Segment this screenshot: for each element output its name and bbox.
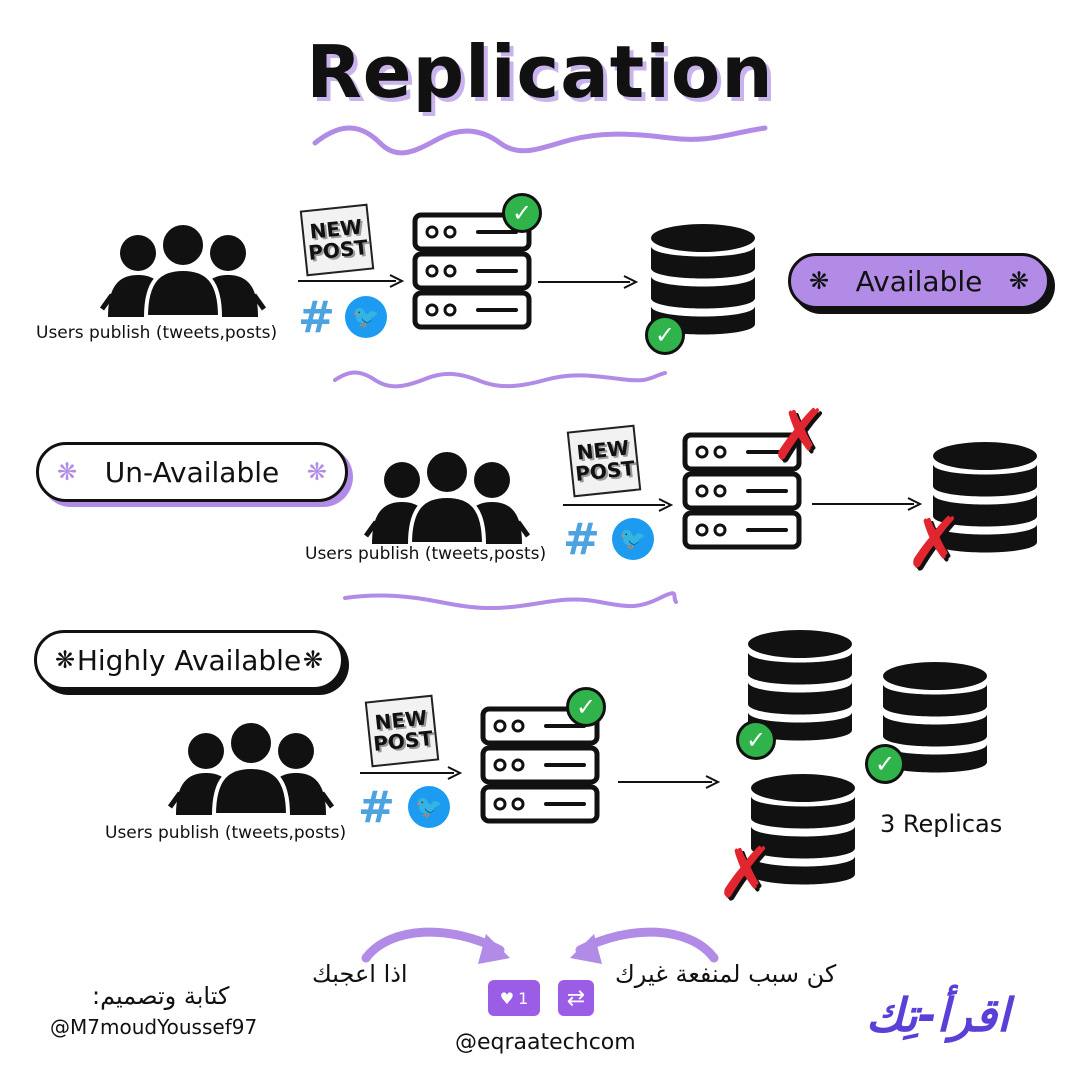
page-title: Replication [306,30,774,114]
cross-icon: ✗ [905,502,964,584]
retweet-icon: ⇄ [566,985,586,1011]
row1-caption: Users publish (tweets,posts) [36,323,278,343]
share-text: كن سبب لمنفعة غيرك [615,960,837,988]
status-pill-available: ❋ Available ❋ [788,253,1050,309]
users-group-icon [166,723,338,818]
row3-caption: Users publish (tweets,posts) [105,823,347,843]
flower-icon: ❋ [302,646,323,674]
arrow-users-to-server [563,498,674,512]
retweet-button[interactable]: ⇄ [558,980,594,1016]
brand-logo: اقرأ-تِك [866,988,1010,1042]
arrow-server-to-db [538,275,639,289]
social-handle: @eqraatechcom [455,1030,636,1055]
like-count: 1 [518,988,529,1008]
cross-icon: ✗ [716,832,775,914]
credit-handle: @M7moudYoussef97 [50,1015,258,1039]
status-label: Available [855,264,983,298]
row2-caption: Users publish (tweets,posts) [305,544,547,564]
users-group-icon [362,452,534,547]
check-icon: ✓ [865,744,905,784]
curved-arrow [361,927,510,964]
flower-icon: ❋ [809,267,830,295]
arrow-users-to-server [360,766,463,780]
heart-icon: ♥ [499,988,515,1008]
hashtag-icon: # [298,292,335,343]
title-underline [312,125,768,156]
check-icon: ✓ [566,687,606,727]
twitter-icon: 🐦 [345,296,387,338]
arrow-server-to-replicas [618,775,721,789]
hashtag-icon: # [563,514,600,565]
flower-icon: ❋ [306,458,327,486]
flower-icon: ❋ [1008,267,1029,295]
status-pill-unavailable: ❋ Un-Available ❋ [36,442,348,502]
section-divider [343,591,678,611]
cross-icon: ✗ [770,394,829,476]
like-text: اذا اعجبك [312,960,408,988]
section-divider [333,370,667,389]
twitter-icon: 🐦 [612,518,654,560]
status-label: Highly Available [76,643,302,677]
status-label: Un-Available [104,455,280,489]
credit-label: كتابة وتصميم: [92,982,230,1010]
flower-icon: ❋ [57,458,78,486]
status-pill-highly-available: ❋ Highly Available ❋ [34,630,344,690]
check-icon: ✓ [736,720,776,760]
hashtag-icon: # [358,782,395,833]
twitter-icon: 🐦 [408,786,450,828]
check-icon: ✓ [645,315,685,355]
curved-arrow [570,927,719,964]
users-group-icon [98,225,270,320]
check-icon: ✓ [502,193,542,233]
flower-icon: ❋ [55,646,76,674]
arrow-users-to-server [298,274,405,288]
like-button[interactable]: ♥ 1 [488,980,540,1016]
arrow-server-to-db [812,497,923,511]
replicas-label: 3 Replicas [880,810,1003,838]
